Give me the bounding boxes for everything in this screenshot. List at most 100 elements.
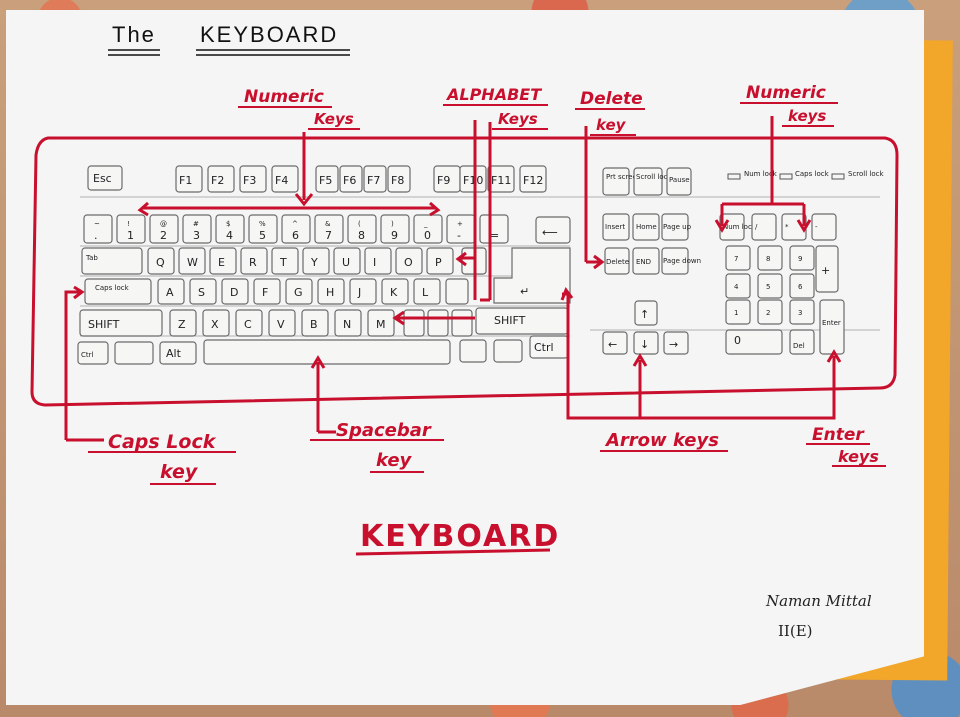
key-k[interactable]	[381, 278, 409, 305]
key-r[interactable]	[240, 247, 268, 275]
key-f1[interactable]	[175, 165, 203, 193]
key-number-7[interactable]	[314, 214, 344, 244]
key-caps-lock[interactable]	[84, 278, 152, 305]
key-alt-right[interactable]	[459, 339, 487, 363]
key-number-3[interactable]	[182, 214, 212, 244]
key-windows[interactable]	[114, 341, 154, 365]
key-m[interactable]	[367, 309, 395, 337]
key-arrow-down[interactable]	[633, 331, 659, 355]
key-numpad-8[interactable]	[757, 245, 783, 271]
key-z[interactable]	[169, 309, 197, 337]
key-f4[interactable]	[271, 165, 299, 193]
key-arrow-up[interactable]	[634, 300, 658, 326]
key-number-6[interactable]	[281, 214, 311, 244]
key-f4-label: F4	[275, 174, 288, 187]
key-numpad-2[interactable]	[757, 299, 783, 325]
key-n[interactable]	[334, 309, 362, 337]
key-numpad-enter[interactable]	[819, 299, 845, 355]
key-w[interactable]	[178, 247, 206, 275]
key-prt-screen[interactable]: Prt screen	[606, 173, 641, 181]
key-numpad-plus[interactable]	[815, 245, 839, 293]
key-f9-label: F9	[437, 174, 450, 187]
key-home[interactable]	[632, 213, 660, 241]
key-o[interactable]	[395, 247, 423, 275]
key-pause[interactable]: Pause	[669, 176, 690, 184]
key-j[interactable]	[349, 278, 377, 305]
key-numpad-top-3[interactable]	[811, 213, 837, 241]
key-d[interactable]	[221, 278, 249, 305]
key-number-1[interactable]	[116, 214, 146, 244]
key-f3[interactable]	[239, 165, 267, 193]
key-number-9[interactable]	[380, 214, 410, 244]
key-page-down[interactable]	[661, 247, 689, 275]
key-end[interactable]	[632, 247, 660, 275]
key-f7[interactable]	[363, 165, 387, 193]
key-q[interactable]	[147, 247, 175, 275]
key-numpad-zero[interactable]	[725, 329, 783, 355]
key-numpad-top-1[interactable]	[751, 213, 777, 241]
key-spacebar[interactable]	[203, 339, 451, 365]
key-s[interactable]	[189, 278, 217, 305]
key-f11[interactable]	[487, 165, 515, 193]
key-semicolon[interactable]	[445, 278, 469, 305]
key-g[interactable]	[285, 278, 313, 305]
key-t[interactable]	[271, 247, 299, 275]
key-number-2[interactable]	[149, 214, 179, 244]
key-menu[interactable]	[493, 339, 523, 363]
key-h[interactable]	[317, 278, 345, 305]
key-f6[interactable]	[339, 165, 363, 193]
key-y[interactable]	[302, 247, 330, 275]
key-l[interactable]	[413, 278, 441, 305]
key-punct-0[interactable]	[403, 309, 425, 337]
key-b[interactable]	[301, 309, 329, 337]
key-enter-main[interactable]	[493, 247, 571, 304]
key-f8[interactable]	[387, 165, 411, 193]
key-number-2-label: 2	[160, 229, 167, 242]
key-p[interactable]	[426, 247, 454, 275]
key-f12[interactable]	[519, 165, 547, 193]
key-insert[interactable]	[602, 213, 630, 241]
key-e[interactable]	[209, 247, 237, 275]
key-esc[interactable]: Esc	[93, 172, 112, 185]
key-f2[interactable]	[207, 165, 235, 193]
key-tab[interactable]	[81, 247, 143, 275]
key-numpad-5[interactable]	[757, 273, 783, 299]
key-arrow-left[interactable]	[602, 331, 628, 355]
key-scroll-lock[interactable]: Scroll lock	[636, 173, 672, 181]
key-punct-1[interactable]	[427, 309, 449, 337]
key-ctrl-left[interactable]	[77, 341, 109, 365]
key-alt[interactable]	[159, 341, 197, 365]
key-v[interactable]	[268, 309, 296, 337]
key-numpad-del[interactable]	[789, 329, 815, 355]
key-f[interactable]	[253, 278, 281, 305]
key-f5[interactable]	[315, 165, 339, 193]
key-number-4[interactable]	[215, 214, 245, 244]
key-i[interactable]	[364, 247, 392, 275]
key-numpad-8-label: 8	[766, 255, 770, 263]
key-number-5[interactable]	[248, 214, 278, 244]
label-enter-keys: Enter	[812, 425, 865, 445]
header-the: The	[112, 22, 156, 47]
key-numpad-1[interactable]	[725, 299, 751, 325]
key-number-8[interactable]	[347, 214, 377, 244]
key-f10[interactable]	[459, 165, 487, 193]
key-numpad-7[interactable]	[725, 245, 751, 271]
key-number-0[interactable]	[83, 214, 113, 244]
key-number-10[interactable]	[413, 214, 443, 244]
key-punct-2[interactable]	[451, 309, 473, 337]
key-shift-left[interactable]	[79, 309, 163, 337]
key-x[interactable]	[202, 309, 230, 337]
key-c[interactable]	[235, 309, 263, 337]
key-number-12[interactable]	[479, 214, 509, 244]
key-backspace[interactable]	[535, 216, 571, 244]
key-f3-label: F3	[243, 174, 256, 187]
key-arrow-right[interactable]	[663, 331, 689, 355]
key-numpad-3[interactable]	[789, 299, 815, 325]
key-numpad-6[interactable]	[789, 273, 815, 299]
key-numpad-4[interactable]	[725, 273, 751, 299]
key-page-up[interactable]	[661, 213, 689, 241]
key-a[interactable]	[157, 278, 185, 305]
key-u[interactable]	[333, 247, 361, 275]
key-numpad-9[interactable]	[789, 245, 815, 271]
key-delete[interactable]	[604, 247, 630, 275]
